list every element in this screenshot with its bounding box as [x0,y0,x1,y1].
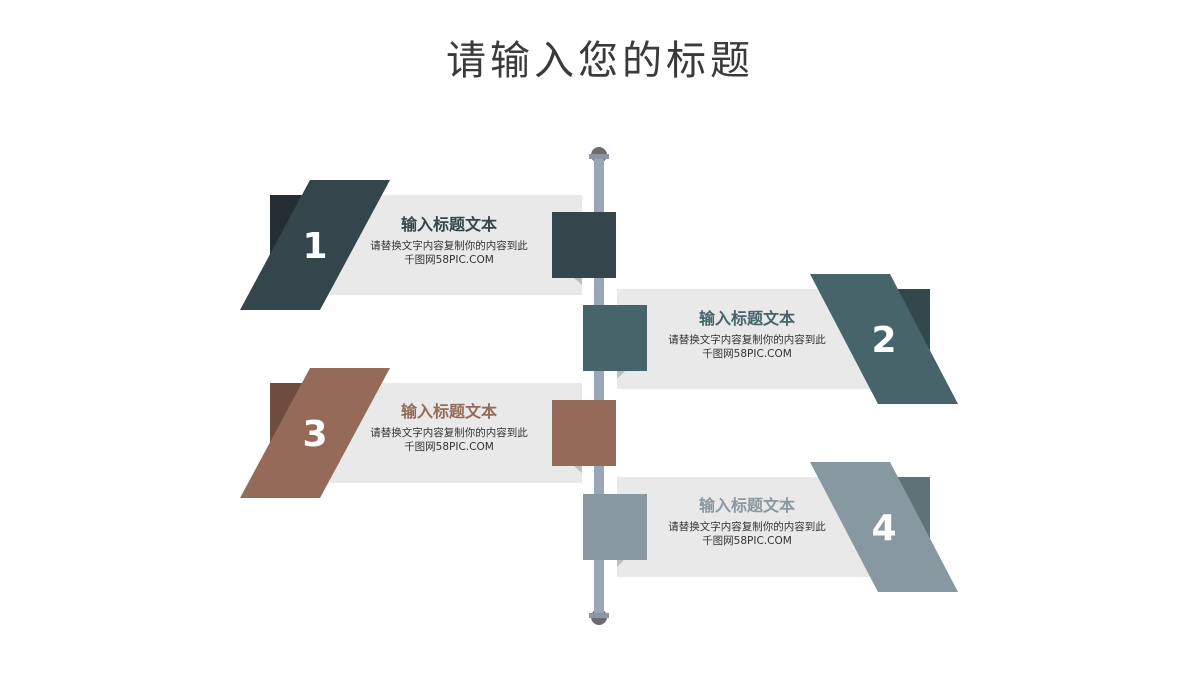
item-1-fold [574,278,582,285]
item-3-fold [574,466,582,473]
item-4-line-2: 千图网58PIC.COM [702,535,792,547]
item-1-heading: 输入标题文本 [400,215,497,234]
item-2-heading: 输入标题文本 [698,309,795,328]
item-4-ribbon [810,462,958,592]
item-3-text: 输入标题文本 请替换文字内容复制你的内容到此 千图网58PIC.COM [329,401,569,454]
item-1-number: 1 [302,226,327,267]
item-4-number: 4 [871,508,896,549]
item-2-ribbon [810,274,958,404]
item-3-line-1: 请替换文字内容复制你的内容到此 [370,427,528,439]
slide-title: 请输入您的标题 [446,38,754,84]
item-3-ribbon [240,368,390,498]
item-1-ribbon [240,180,390,310]
item-4-text: 输入标题文本 请替换文字内容复制你的内容到此 千图网58PIC.COM [627,495,867,548]
item-4-graphic: 4 [583,462,958,592]
item-4-square [583,494,647,560]
item-4-heading: 输入标题文本 [698,496,795,515]
item-3-number: 3 [302,414,327,455]
item-1-graphic: 1 [240,180,616,310]
item-1-text: 输入标题文本 请替换文字内容复制你的内容到此 千图网58PIC.COM [329,214,569,267]
item-2-line-1: 请替换文字内容复制你的内容到此 [668,334,826,346]
item-1-line-1: 请替换文字内容复制你的内容到此 [370,240,528,252]
item-2-fold [617,371,625,379]
item-4-fold [617,559,625,567]
timeline-pole [589,147,609,625]
pole-shaft [594,155,604,617]
item-3-square [552,400,616,466]
item-2-number: 2 [871,320,896,361]
item-3-line-2: 千图网58PIC.COM [404,441,494,453]
item-2-graphic: 2 [583,274,958,404]
item-2-line-2: 千图网58PIC.COM [702,348,792,360]
item-2-text: 输入标题文本 请替换文字内容复制你的内容到此 千图网58PIC.COM [627,308,867,361]
item-4-line-1: 请替换文字内容复制你的内容到此 [668,521,826,533]
item-1-square [552,212,616,278]
item-2-square [583,305,647,371]
pole-top-bar [589,154,609,159]
item-3-heading: 输入标题文本 [400,402,497,421]
item-3-graphic: 3 [240,368,616,498]
pole-bottom-bar [589,613,609,618]
item-1-line-2: 千图网58PIC.COM [404,254,494,266]
